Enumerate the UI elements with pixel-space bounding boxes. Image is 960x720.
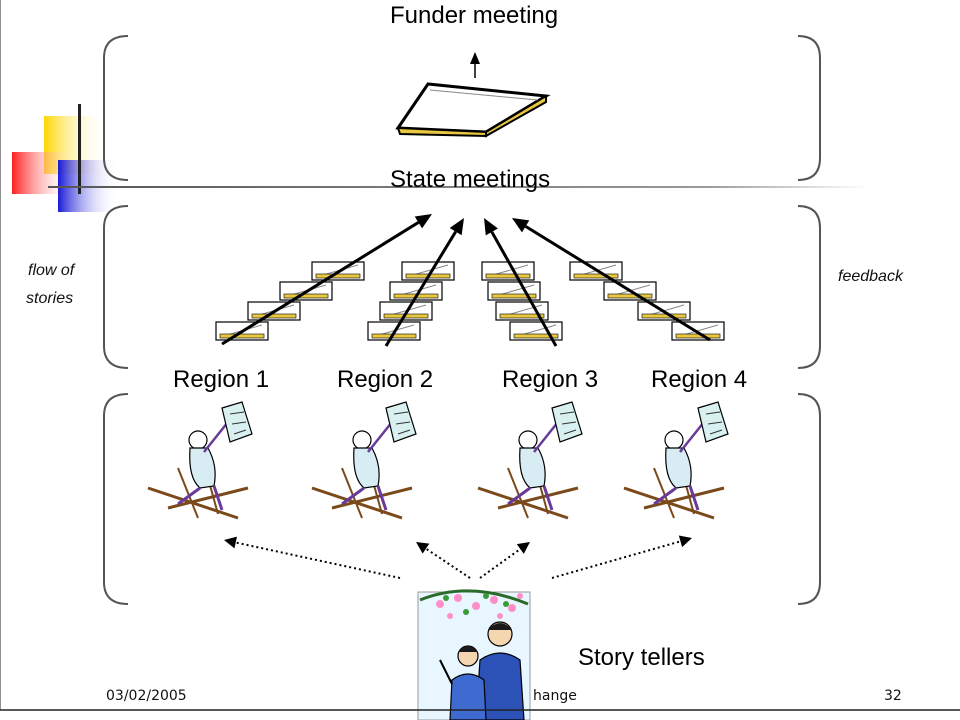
region-label-1: Region 1 [173,366,270,393]
right-bracket-top [797,35,821,181]
brackets [103,35,821,605]
left-bracket-middle [103,205,129,369]
flow-arrow [512,218,711,342]
dancing-figure [623,401,729,520]
document-icon [401,261,455,281]
dancing-figure [477,401,583,520]
funder-document-icon [395,82,551,138]
color-blocks-decoration [12,104,868,212]
dotted-arrows [224,535,692,579]
document-icon [481,261,535,281]
flow-arrows [221,214,711,347]
footer-date: 03/02/2005 [106,688,187,704]
state-meetings-title: State meetings [390,166,551,193]
dancing-figure [147,401,253,520]
dotted-arrow [224,536,401,579]
dotted-arrow [479,542,530,579]
dancing-figure [311,401,417,520]
flow-label-line2: stories [26,290,74,307]
dancing-figure-clipart [147,401,729,520]
dotted-arrow [416,542,471,579]
funder-meeting-title: Funder meeting [390,2,559,29]
region-label-3: Region 3 [502,366,599,393]
flow-arrow [384,218,464,347]
flow-arrow [221,214,432,346]
right-bracket-middle [797,205,821,369]
story-tellers-label: Story tellers [578,644,705,671]
two-people-clipart [417,589,531,720]
left-bracket-top [103,35,129,181]
region-label-2: Region 2 [337,366,434,393]
left-bracket-bottom [103,393,129,605]
flow-label-line1: flow of [28,262,75,279]
document-icon [509,321,563,341]
footer-page-number: 32 [884,688,902,704]
dotted-arrow [551,535,692,579]
right-bracket-bottom [797,393,821,605]
up-arrow-icon [470,52,480,78]
footer-center-text: hange [533,688,577,704]
document-icon [487,281,541,301]
region-label-4: Region 4 [651,366,748,393]
feedback-label: feedback [838,268,903,285]
flow-arrow [484,218,558,347]
